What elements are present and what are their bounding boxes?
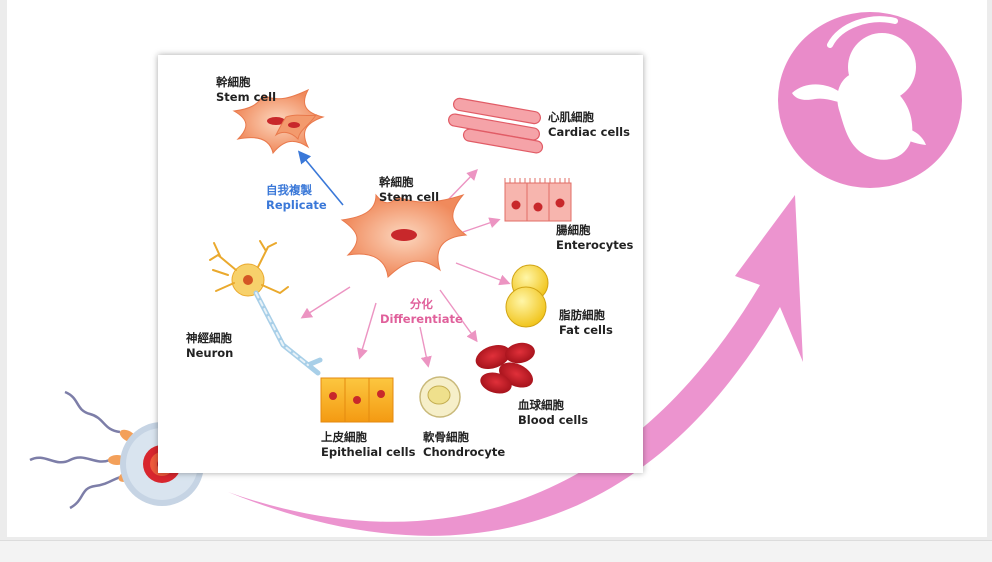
- arrow-to-blood: [439, 289, 478, 343]
- epithelial-cells-image: [320, 377, 394, 423]
- arrow-to-fat: [455, 262, 511, 286]
- cardiac-cells-image: [448, 97, 544, 154]
- blood-cells-image: [475, 342, 535, 394]
- enterocytes-image: [504, 178, 572, 222]
- arrow-to-neuron: [300, 286, 351, 319]
- stem-cell-copy-image: [232, 88, 325, 155]
- fetus-icon: [778, 12, 962, 188]
- chondrocyte-image: [419, 376, 461, 418]
- bottom-bar: [0, 540, 992, 562]
- central-stem-cell-image: [340, 193, 468, 279]
- arrow-to-cardiac: [444, 168, 478, 204]
- fat-cells-image: [505, 264, 549, 328]
- replicate-arrow: [297, 150, 344, 206]
- arrow-to-enterocytes: [462, 217, 501, 233]
- arrow-to-epithelial: [357, 302, 377, 360]
- neuron-image: [209, 240, 323, 376]
- arrow-to-chondrocyte: [419, 326, 432, 368]
